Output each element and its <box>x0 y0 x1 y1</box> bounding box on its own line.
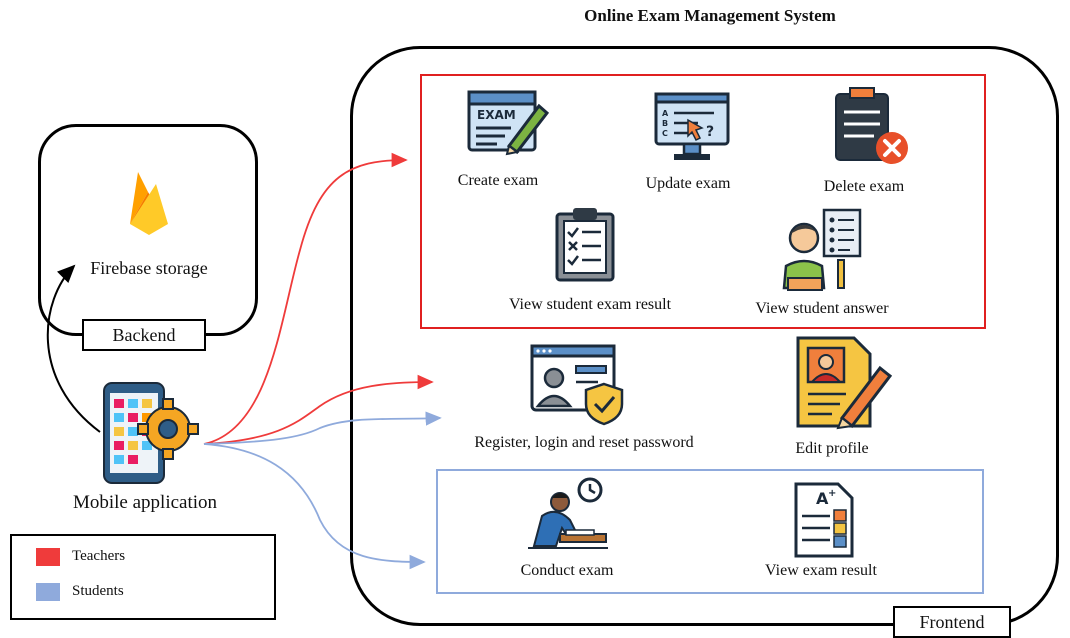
frontend-tag: Frontend <box>893 606 1011 638</box>
firebase-storage-label: Firebase storage <box>90 258 208 278</box>
svg-text:C: C <box>662 129 668 138</box>
register-login-label: Register, login and reset password <box>474 434 694 451</box>
backend-tag: Backend <box>82 319 206 351</box>
legend-swatch-teachers <box>36 548 60 566</box>
delete-exam-label: Delete exam <box>823 178 905 195</box>
conduct-exam-label: Conduct exam <box>520 562 614 579</box>
student-answer-icon <box>782 208 862 291</box>
svg-text:EXAM: EXAM <box>477 108 516 122</box>
view-student-exam-result-label: View student exam result <box>508 296 672 313</box>
student-to-exam-tasks-arrow <box>203 443 426 570</box>
clipboard-delete-icon <box>835 87 908 164</box>
student-features-box <box>436 469 984 594</box>
exam-pencil-icon: EXAM <box>467 90 549 156</box>
checklist-clipboard-icon <box>555 208 615 282</box>
view-student-answer-label: View student answer <box>755 300 889 317</box>
legend-label-teachers: Teachers <box>72 548 126 564</box>
profile-edit-icon <box>796 336 892 430</box>
id-card-shield-icon <box>530 344 624 426</box>
view-exam-result-label: View exam result <box>765 562 877 579</box>
diagram-title: Online Exam Management System <box>584 6 836 25</box>
monitor-quiz-icon: A B C ? <box>654 92 730 160</box>
teacher-features-box <box>420 74 986 329</box>
edit-profile-label: Edit profile <box>795 440 869 457</box>
mobile-to-firebase-arrow <box>46 264 101 433</box>
svg-text:+: + <box>828 488 836 499</box>
update-exam-label: Update exam <box>645 175 731 192</box>
svg-text:?: ? <box>706 124 714 140</box>
svg-text:A: A <box>662 109 669 118</box>
firebase-flame-icon <box>130 172 168 235</box>
teacher-to-manage-exams-arrow <box>203 152 408 445</box>
legend-label-students: Students <box>72 583 124 599</box>
mobile-application-label: Mobile application <box>72 492 218 513</box>
student-to-register-arrow <box>203 411 442 445</box>
svg-text:A: A <box>816 489 829 508</box>
mobile-gear-icon <box>103 382 199 484</box>
legend-swatch-students <box>36 583 60 601</box>
student-writing-icon <box>528 477 608 549</box>
svg-text:B: B <box>662 119 668 128</box>
legend <box>10 534 276 620</box>
create-exam-label: Create exam <box>457 172 539 189</box>
graded-paper-icon: A + <box>794 482 854 558</box>
teacher-to-register-arrow <box>203 374 434 445</box>
